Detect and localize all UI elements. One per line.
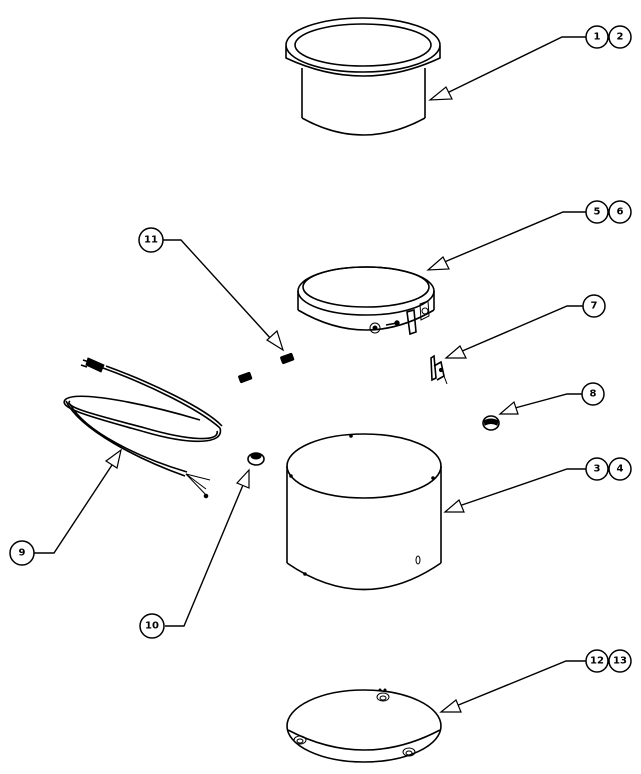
callout-label: 12 (590, 656, 604, 667)
callout-label: 4 (617, 464, 624, 475)
callout-label: 7 (591, 301, 598, 312)
callout-label: 1 (594, 32, 601, 43)
power-cord-part (63, 357, 223, 499)
heater-band-part (297, 266, 435, 336)
callout-label: 10 (145, 621, 159, 632)
leader-lines (34, 36, 586, 713)
callout-label: 11 (144, 235, 158, 246)
callout-label: 2 (617, 32, 624, 43)
callout-12-13: 12 13 (585, 649, 632, 673)
callout-11: 11 (138, 227, 164, 253)
callout-5-6: 5 6 (585, 200, 632, 224)
callout-8: 8 (581, 382, 605, 406)
callout-3-4: 3 4 (585, 457, 632, 481)
bottom-plate-part (286, 688, 442, 763)
strain-relief-part (247, 452, 265, 466)
callout-10: 10 (139, 613, 165, 639)
callout-7: 7 (582, 294, 606, 318)
callout-label: 5 (594, 207, 601, 218)
callout-label: 8 (590, 389, 597, 400)
callout-label: 9 (19, 548, 26, 559)
callout-1-2: 1 2 (585, 25, 632, 49)
callout-9: 9 (9, 540, 35, 566)
callout-label: 6 (617, 207, 624, 218)
well-liner-part (285, 17, 441, 136)
screw-part (238, 352, 295, 384)
clip-part (430, 354, 448, 385)
housing-part (286, 433, 442, 591)
callout-label: 13 (613, 656, 627, 667)
knob-part (482, 415, 500, 431)
callout-label: 3 (594, 464, 601, 475)
